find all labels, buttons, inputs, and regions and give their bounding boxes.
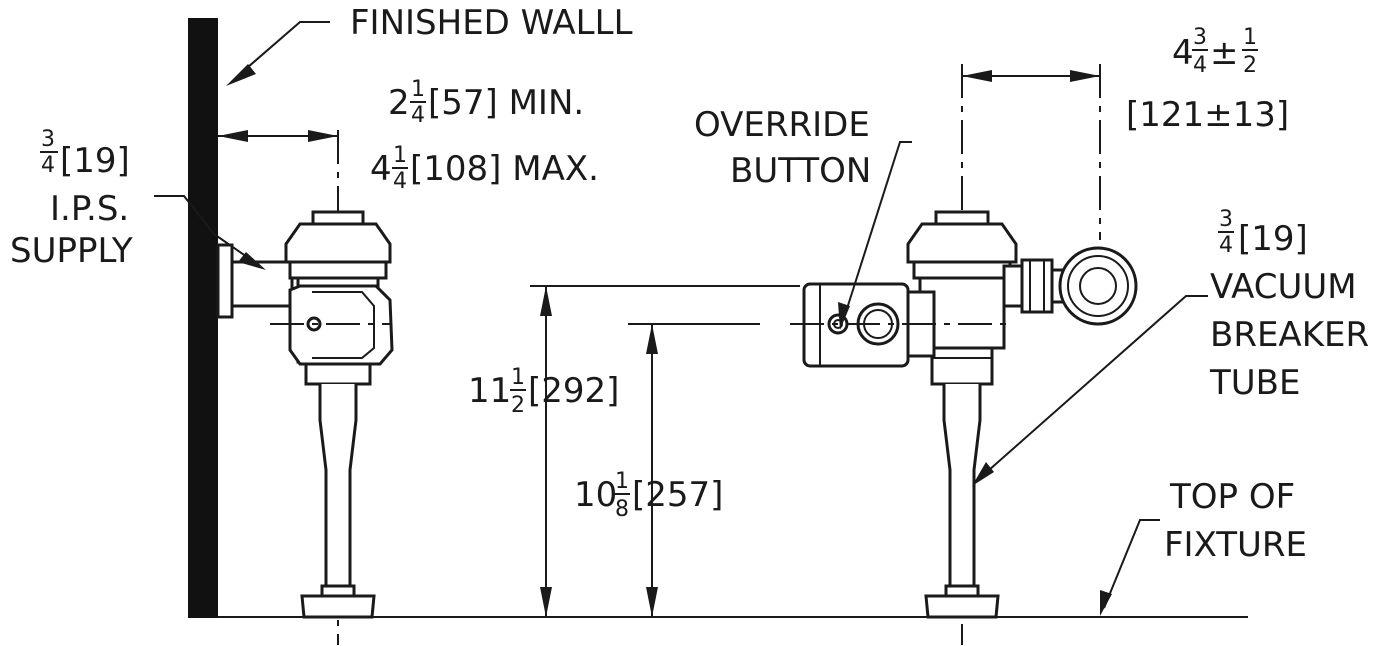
finished-wall-leader [226,21,330,86]
top-of-fixture-leader [1100,519,1160,616]
svg-text:4: 4 [393,169,407,194]
override-label: OVERRIDE [694,105,870,145]
breaker-offset-mm-label: [121±13] [1126,95,1289,135]
svg-text:4: 4 [41,153,55,178]
sensor-height-dimension [530,285,800,617]
right-flush-valve [790,64,1138,645]
svg-text:4: 4 [1219,233,1233,258]
svg-text:4: 4 [1193,53,1207,78]
sensor-height-label: 11 1 2 [292] [468,365,619,418]
supply-label: SUPPLY [10,231,133,271]
svg-text:2: 2 [511,393,525,418]
button-height-dimension [628,323,760,617]
breaker-offset-label: 4 3 4 ± 1 2 [1172,25,1258,78]
svg-text:[292]: [292] [528,371,619,411]
fixture-label: FIXTURE [1164,525,1307,565]
left-flush-valve [216,130,394,645]
svg-text:1: 1 [1243,25,1257,50]
svg-text:1: 1 [411,77,425,102]
vacuum-breaker-size-label: 3 4 [19] [1218,207,1308,259]
override-button-leader [838,141,912,330]
svg-text:2: 2 [1243,53,1257,78]
svg-text:±: ± [1210,33,1239,73]
supply-ips-label: I.P.S. [50,189,129,229]
svg-text:3: 3 [41,127,55,152]
tube-label: TUBE [1209,363,1300,403]
button-height-label: 10 1 8 [257] [574,469,723,522]
svg-text:4: 4 [370,149,392,189]
svg-text:3: 3 [1193,25,1207,50]
svg-text:2: 2 [388,83,410,123]
breaker-label: BREAKER [1210,315,1369,355]
svg-text:[19]: [19] [60,141,130,181]
svg-text:1: 1 [615,469,629,494]
supply-size-label: 3 4 [19] [40,127,130,181]
svg-text:[57] MIN.: [57] MIN. [428,83,584,123]
finished-wall-label: FINISHED WALLL [350,3,633,43]
vacuum-breaker-leader [972,295,1208,486]
svg-text:8: 8 [615,497,629,522]
top-of-label: TOP OF [1169,477,1295,517]
min-offset-label: 2 1 4 [57] MIN. [388,77,584,128]
svg-text:[257]: [257] [632,475,723,515]
svg-text:[108] MAX.: [108] MAX. [410,149,599,189]
wall-offset-dimension [218,130,338,142]
button-label: BUTTON [730,151,871,191]
max-offset-label: 4 1 4 [108] MAX. [370,143,599,194]
vacuum-label: VACUUM [1210,267,1357,307]
breaker-offset-dimension [962,70,1100,82]
svg-text:[19]: [19] [1238,219,1308,259]
svg-text:11: 11 [468,371,511,411]
svg-text:3: 3 [1219,207,1233,232]
supply-leader [154,195,266,270]
svg-text:10: 10 [574,475,617,515]
svg-text:4: 4 [1172,33,1194,73]
svg-text:1: 1 [393,143,407,168]
svg-text:4: 4 [411,103,425,128]
svg-text:1: 1 [511,365,525,390]
finished-wall [188,18,218,618]
